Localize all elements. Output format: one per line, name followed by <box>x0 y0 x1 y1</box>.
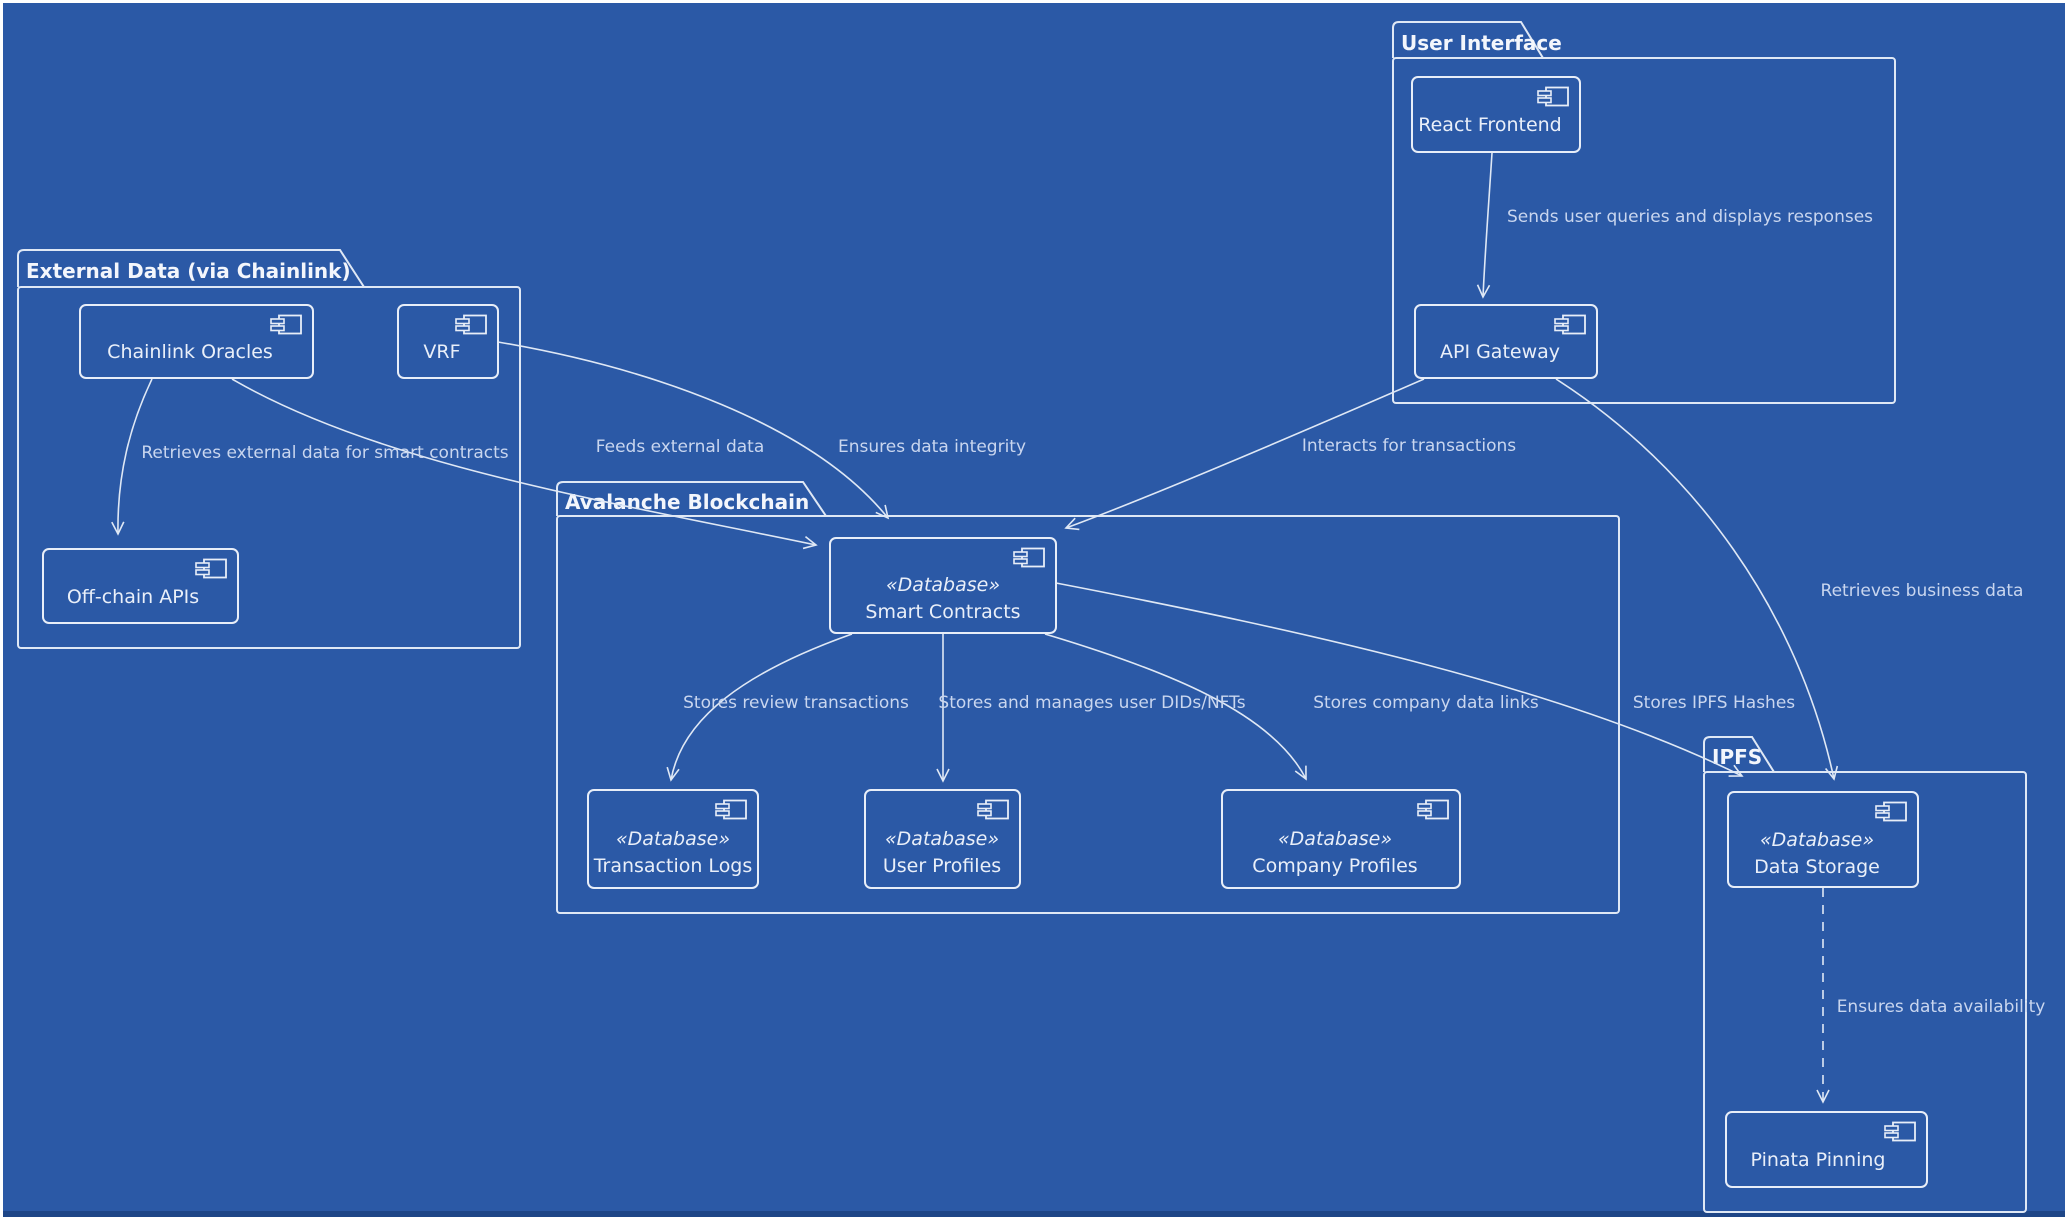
edge-api-gateway-to-smart-contracts <box>1064 378 1425 531</box>
edge-oracles-to-smart-contracts <box>231 378 818 550</box>
label-ensures-data-integrity: Ensures data integrity <box>838 437 1026 457</box>
component-api-gateway: API Gateway <box>1414 304 1598 379</box>
component-vrf: VRF <box>397 304 499 379</box>
component-smart-contracts-label: Smart Contracts <box>865 601 1020 623</box>
label-retrieves-business-data: Retrieves business data <box>1821 581 2024 601</box>
component-api-gateway-label: API Gateway <box>1440 341 1560 363</box>
package-avalanche-blockchain: Avalanche Blockchain <box>556 481 1620 914</box>
label-feeds-external-data: Feeds external data <box>596 437 764 457</box>
label-stores-user-dids: Stores and manages user DIDs/NFTs <box>938 693 1245 713</box>
component-smart-contracts: «Database» Smart Contracts <box>829 537 1057 634</box>
component-transaction-logs-stereotype: «Database» <box>616 828 730 850</box>
edges <box>111 152 1839 1104</box>
component-data-storage-label: Data Storage <box>1754 856 1880 878</box>
component-smart-contracts-stereotype: «Database» <box>886 574 1000 596</box>
component-pinata-pinning: Pinata Pinning <box>1725 1111 1928 1188</box>
edge-api-gateway-to-data-storage <box>1555 378 1839 781</box>
component-react-frontend: React Frontend <box>1411 76 1581 153</box>
label-stores-review-transactions: Stores review transactions <box>683 693 909 713</box>
package-external-data: External Data (via Chainlink) <box>17 249 521 649</box>
component-data-storage-stereotype: «Database» <box>1760 829 1874 851</box>
bottom-strip <box>3 1211 2065 1217</box>
component-company-profiles-stereotype: «Database» <box>1278 828 1392 850</box>
edge-smart-contracts-to-company-profiles <box>1044 633 1307 781</box>
component-offchain-apis: Off-chain APIs <box>42 548 239 624</box>
component-data-storage: «Database» Data Storage <box>1727 791 1919 888</box>
component-user-profiles-label: User Profiles <box>883 855 1001 877</box>
label-ensures-data-availability: Ensures data availability <box>1837 997 2046 1017</box>
edge-smart-contracts-to-data-storage <box>1055 582 1744 777</box>
edge-vrf-to-smart-contracts <box>497 341 890 520</box>
component-offchain-apis-label: Off-chain APIs <box>67 586 199 608</box>
label-stores-ipfs-hashes: Stores IPFS Hashes <box>1633 693 1795 713</box>
component-transaction-logs-label: Transaction Logs <box>593 855 753 877</box>
label-interacts-for-transactions: Interacts for transactions <box>1302 436 1516 456</box>
component-chainlink-oracles-label: Chainlink Oracles <box>107 341 273 363</box>
package-external-data-label: External Data (via Chainlink) <box>26 259 351 283</box>
package-avalanche-blockchain-label: Avalanche Blockchain <box>565 490 809 514</box>
component-vrf-label: VRF <box>423 341 460 363</box>
component-user-profiles: «Database» User Profiles <box>864 789 1021 889</box>
component-transaction-logs: «Database» Transaction Logs <box>587 789 759 889</box>
label-retrieves-external-data: Retrieves external data for smart contra… <box>141 443 508 463</box>
component-pinata-pinning-label: Pinata Pinning <box>1751 1149 1886 1171</box>
component-company-profiles-label: Company Profiles <box>1252 855 1417 877</box>
edge-smart-contracts-to-transaction-logs <box>666 633 853 782</box>
edge-labels: Sends user queries and displays response… <box>141 207 2045 1017</box>
component-user-profiles-stereotype: «Database» <box>885 828 999 850</box>
package-user-interface: User Interface <box>1392 21 1896 404</box>
component-react-frontend-label: React Frontend <box>1418 114 1561 136</box>
label-stores-company-data-links: Stores company data links <box>1313 693 1539 713</box>
package-user-interface-label: User Interface <box>1401 31 1562 55</box>
label-sends-user-queries: Sends user queries and displays response… <box>1507 207 1873 227</box>
edge-react-to-api-gateway <box>1476 152 1493 299</box>
component-company-profiles: «Database» Company Profiles <box>1221 789 1461 889</box>
edge-oracles-to-offchain <box>111 378 153 536</box>
component-chainlink-oracles: Chainlink Oracles <box>79 304 314 379</box>
